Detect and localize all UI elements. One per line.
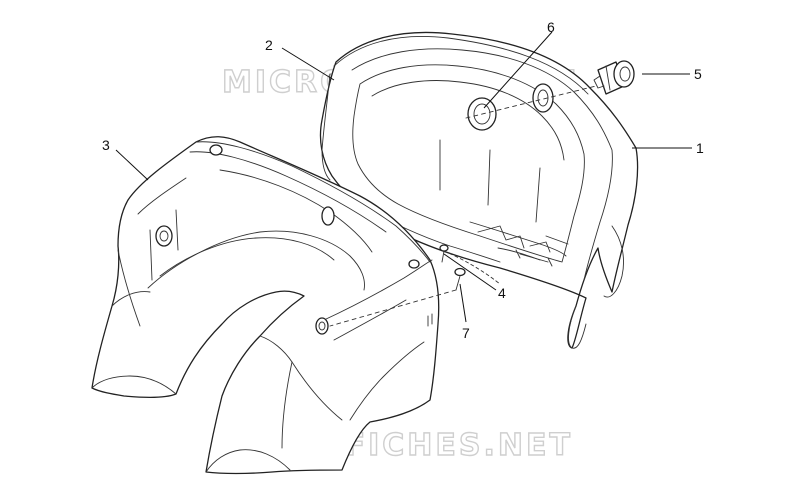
leader-7 [459, 283, 467, 323]
leader-2 [281, 47, 335, 81]
callout-4: 4 [498, 285, 506, 301]
part-6-grommet [465, 85, 597, 119]
callout-7: 7 [462, 325, 470, 341]
callout-5: 5 [694, 66, 702, 82]
callout-6: 6 [547, 19, 555, 35]
callout-3: 3 [102, 137, 110, 153]
leader-lines [115, 31, 692, 323]
part-7-screw [329, 267, 466, 327]
leader-3 [115, 149, 149, 181]
part-5-lock-cylinder [593, 60, 635, 95]
callout-1: 1 [696, 140, 704, 156]
callout-2: 2 [265, 37, 273, 53]
part-3-storage-compartment [91, 136, 440, 475]
part-4-screw [439, 244, 501, 285]
leader-6 [483, 31, 553, 109]
part-1-lid-shell [319, 31, 639, 349]
leader-4 [443, 253, 497, 291]
callout-numbers: 1 2 3 4 5 6 7 [102, 19, 704, 341]
part-2-gasket [321, 36, 589, 181]
